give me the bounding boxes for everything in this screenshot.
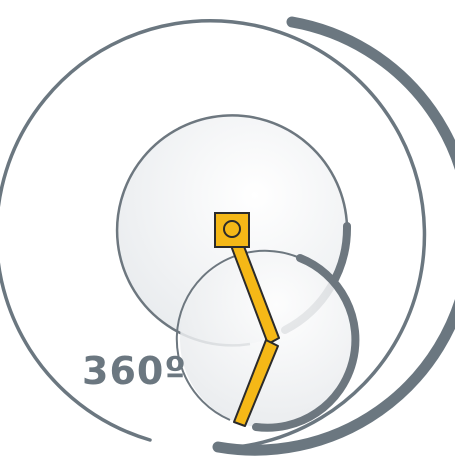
rotation-degree-label: 360º <box>82 349 187 393</box>
outer-rotation-track <box>0 16 455 456</box>
forearm-segment <box>233 339 279 427</box>
robot-arm <box>214 212 280 427</box>
arm-pivot <box>223 220 241 238</box>
